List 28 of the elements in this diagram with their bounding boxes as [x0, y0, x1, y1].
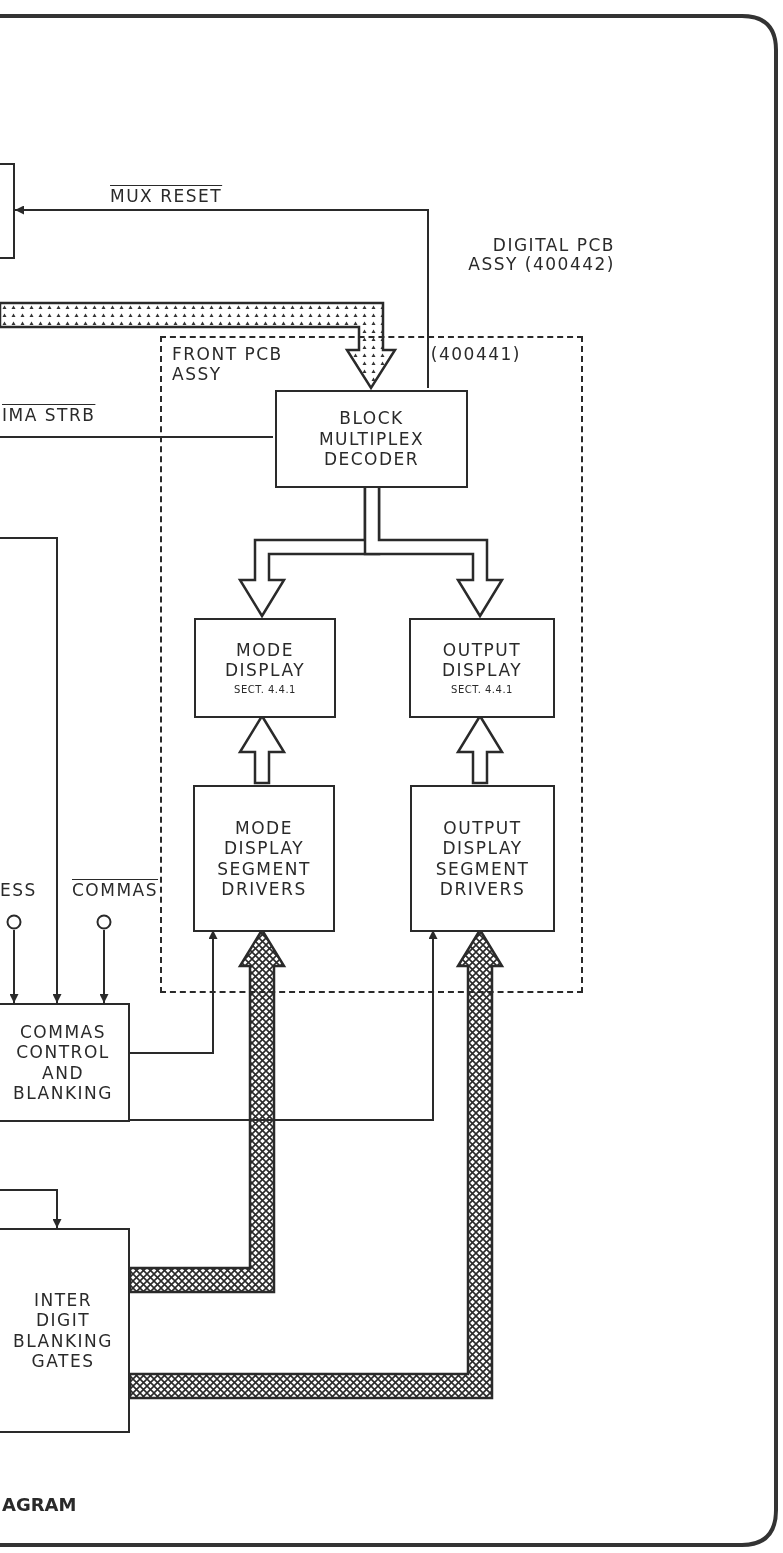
terminal-label: ESS	[0, 880, 37, 901]
bus-arrow	[0, 301, 398, 391]
section-reference: SECT. 4.4.1	[234, 684, 296, 697]
box-label: OUTPUT DISPLAY	[440, 639, 524, 681]
box-label: MODE DISPLAY SEGMENT DRIVERS	[216, 817, 312, 900]
signal-line	[0, 436, 274, 438]
box-label: INTER DIGIT BLANKING GATES	[13, 1289, 113, 1372]
arrow	[0, 537, 62, 1004]
process-box	[193, 785, 335, 932]
arrow	[14, 205, 429, 389]
process-box	[275, 390, 468, 488]
box-label: OUTPUT DISPLAY SEGMENT DRIVERS	[434, 817, 531, 900]
process-box	[0, 1003, 130, 1122]
board-label: (400441)	[430, 344, 521, 365]
terminal-label: COMMAS	[72, 880, 158, 901]
box-label: COMMAS CONTROL AND BLANKING	[12, 1021, 114, 1104]
arrow	[0, 1189, 62, 1229]
process-box	[0, 1228, 130, 1433]
section-reference: SECT. 4.4.1	[451, 684, 513, 697]
process-box	[410, 785, 555, 932]
arrow	[99, 929, 109, 1004]
box-label: MODE DISPLAY	[223, 639, 307, 681]
process-box	[194, 618, 336, 718]
arrow	[9, 929, 19, 1004]
process-box	[409, 618, 555, 718]
board-outline	[160, 336, 583, 993]
board-label: FRONT PCB ASSY	[172, 344, 284, 385]
box-label: BLOCK MULTIPLEX DECODER	[317, 408, 426, 470]
